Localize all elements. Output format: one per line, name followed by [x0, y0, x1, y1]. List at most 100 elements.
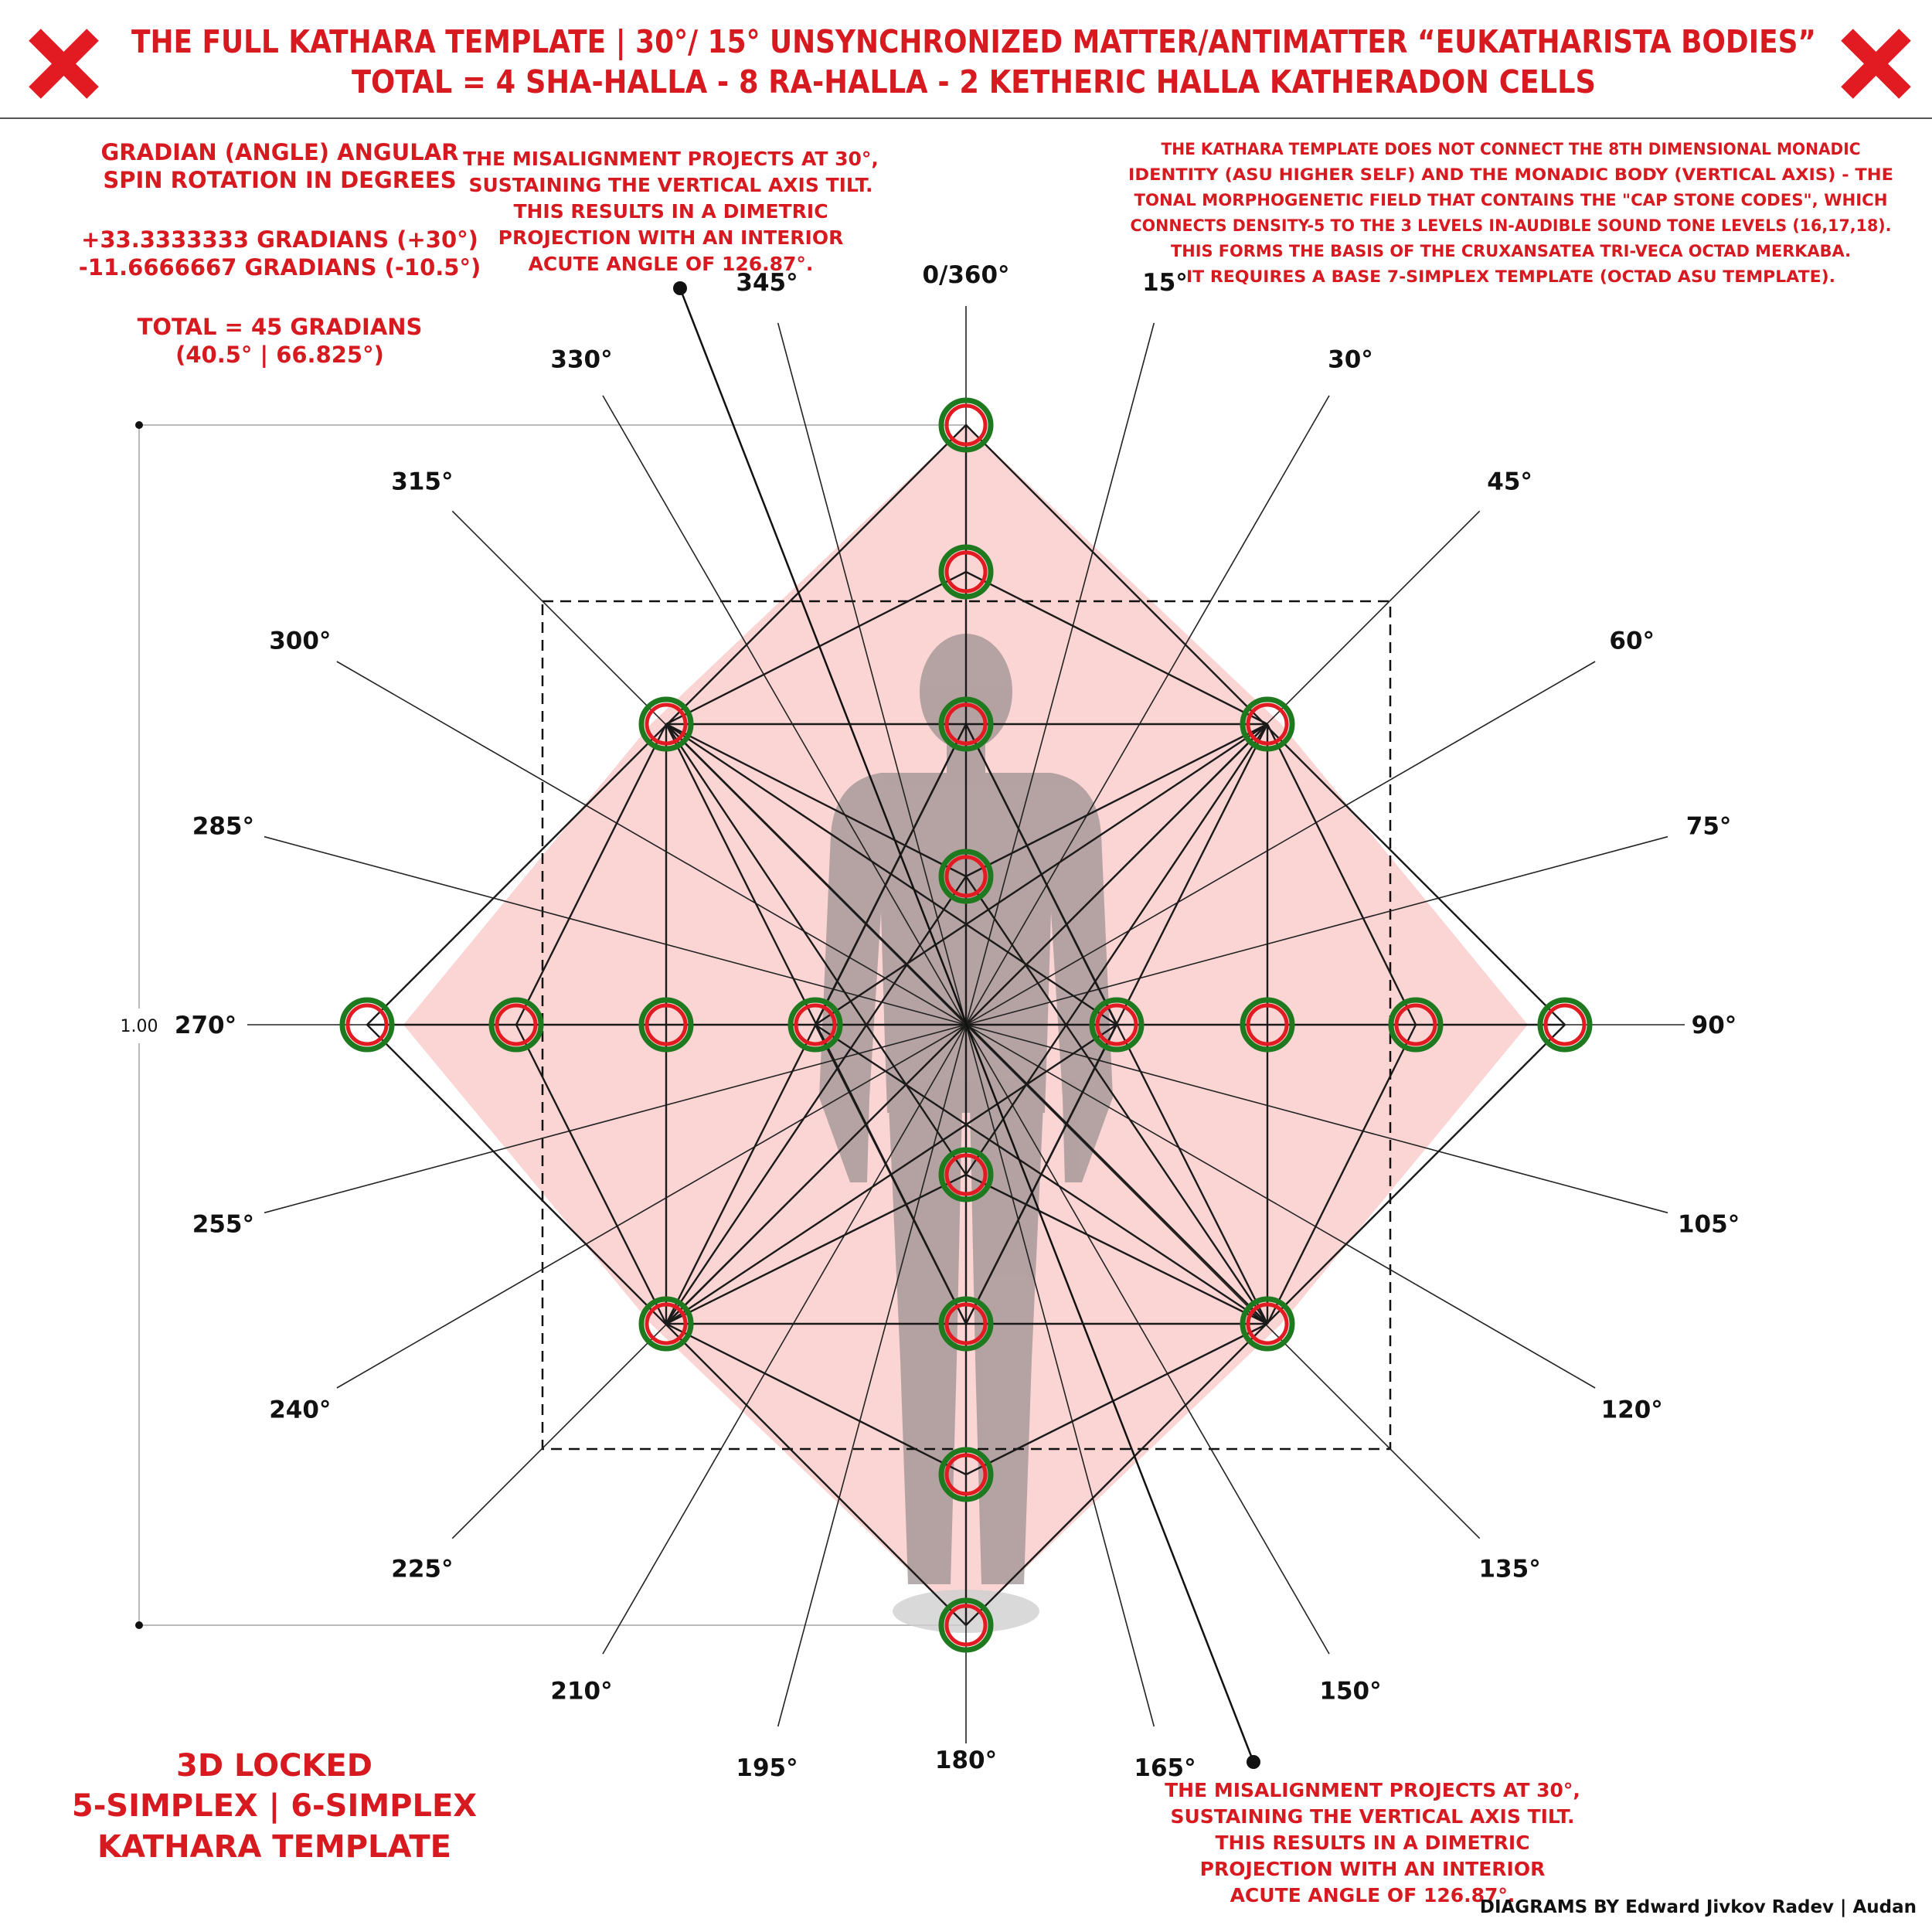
halla-cell-node [339, 997, 395, 1053]
angle-ray [602, 395, 967, 1026]
angle-label: 285° [192, 813, 254, 841]
halla-cell-node [1089, 997, 1145, 1053]
angle-ray [965, 322, 1155, 1026]
angle-label: 240° [269, 1396, 331, 1424]
halla-cell-node [1240, 1296, 1295, 1352]
angle-label: 300° [269, 628, 331, 655]
template-line [665, 723, 967, 1175]
angle-label: 45° [1487, 468, 1532, 495]
misalignment-note-line: PROJECTION WITH AN INTERIOR [498, 226, 844, 249]
halla-cell-node [638, 696, 694, 752]
angle-label: 120° [1601, 1396, 1663, 1424]
halla-cell-node [938, 1147, 994, 1202]
template-line [515, 723, 668, 1026]
angle-label: 105° [1678, 1211, 1740, 1239]
halla-cell-node [1537, 997, 1593, 1053]
angle-label: 195° [736, 1754, 798, 1782]
kathara-note: THE KATHARA TEMPLATE DOES NOT CONNECT TH… [1128, 140, 1893, 286]
red-x-icon [29, 29, 99, 99]
halla-cell-node [787, 997, 843, 1053]
gradian-note-line: (40.5° | 66.825°) [175, 342, 384, 368]
template-line [1266, 723, 1417, 1026]
angle-label: 330° [550, 345, 612, 373]
angle-ray [336, 1024, 967, 1389]
angle-labels: 0/360°15°30°45°60°75°90°105°120°135°150°… [175, 261, 1740, 1782]
template-line [965, 570, 1268, 726]
kathara-note-line: THE KATHARA TEMPLATE DOES NOT CONNECT TH… [1162, 140, 1861, 158]
halla-cell-node [938, 544, 994, 600]
scale-bracket: 1.00 [121, 421, 968, 1629]
template-line [965, 1322, 1268, 1476]
angle-label: 60° [1609, 628, 1655, 655]
template-line [515, 1024, 668, 1325]
angle-label: 255° [192, 1211, 254, 1239]
angle-ray [965, 1024, 1481, 1539]
scale-label: 1.00 [121, 1017, 158, 1036]
template-line [965, 723, 1268, 878]
angle-ray [965, 1024, 1330, 1655]
angle-ray [965, 1024, 1155, 1727]
angle-label: 210° [550, 1678, 612, 1706]
halla-cell-node [938, 1597, 994, 1653]
template-label-line: 3D LOCKED [176, 1748, 372, 1784]
template-label-line: KATHARA TEMPLATE [97, 1829, 451, 1865]
template-line [665, 1173, 967, 1325]
template-label: 3D LOCKED 5-SIMPLEX | 6-SIMPLEX KATHARA … [72, 1748, 477, 1865]
angle-label: 75° [1686, 813, 1732, 841]
misalignment-note-line: THE MISALIGNMENT PROJECTS AT 30°, [1165, 1779, 1580, 1801]
halla-cell-node [938, 1447, 994, 1502]
template-line [665, 570, 967, 726]
angle-ray [264, 835, 967, 1026]
angle-label: 270° [175, 1012, 236, 1039]
misalignment-note-bottom: THE MISALIGNMENT PROJECTS AT 30°, SUSTAI… [1165, 1779, 1580, 1906]
halla-cell-node [638, 997, 694, 1053]
angle-ray [965, 835, 1668, 1026]
halla-cell-node [938, 696, 994, 752]
template-line [964, 723, 1118, 1026]
angle-label: 180° [935, 1747, 997, 1774]
template-line [814, 723, 968, 1026]
angle-label: 225° [391, 1556, 453, 1583]
halla-cell-node [938, 397, 994, 453]
misalignment-note-line: THIS RESULTS IN A DIMETRIC [1215, 1832, 1529, 1854]
template-line [665, 723, 967, 878]
misalignment-note-line: SUSTAINING THE VERTICAL AXIS TILT. [469, 174, 873, 196]
misalignment-note-line: ACUTE ANGLE OF 126.87°. [529, 253, 814, 275]
halla-cell-node [1388, 997, 1444, 1053]
gradian-note-line: GRADIAN (ANGLE) ANGULAR [101, 139, 459, 165]
template-label-line: 5-SIMPLEX | 6-SIMPLEX [72, 1788, 477, 1825]
angle-ray [777, 1024, 967, 1727]
halla-cell-node [1240, 696, 1295, 752]
misalignment-note-line: SUSTAINING THE VERTICAL AXIS TILT. [1171, 1805, 1575, 1828]
axis-endpoint-top [673, 281, 687, 295]
angle-label: 345° [736, 269, 798, 297]
header: THE FULL KATHARA TEMPLATE | 30°/ 15° UNS… [0, 23, 1932, 119]
halla-cell-node [488, 997, 544, 1053]
kathara-note-line: THIS FORMS THE BASIS OF THE CRUXANSATEA … [1171, 242, 1851, 260]
angle-label: 0/360° [922, 261, 1009, 289]
halla-cell-node [938, 849, 994, 904]
kathara-note-line: CONNECTS DENSITY-5 TO THE 3 LEVELS IN-AU… [1131, 216, 1892, 235]
halla-cells [339, 397, 1593, 1653]
angle-label: 30° [1328, 345, 1373, 373]
misalignment-note-line: PROJECTION WITH AN INTERIOR [1200, 1858, 1546, 1880]
angle-ray [777, 322, 967, 1026]
misalignment-note-line: THIS RESULTS IN A DIMETRIC [513, 200, 828, 223]
angle-ray [336, 661, 967, 1026]
kathara-note-line: IT REQUIRES A BASE 7-SIMPLEX TEMPLATE (O… [1186, 267, 1835, 286]
template-line [665, 876, 967, 1325]
kathara-note-line: TONAL MORPHOGENETIC FIELD THAT CONTAINS … [1134, 191, 1888, 209]
template-line [964, 1024, 1118, 1325]
angle-label: 150° [1319, 1678, 1381, 1706]
axis-endpoint-bottom [1247, 1755, 1260, 1769]
angle-label: 15° [1142, 269, 1188, 297]
angle-ray [264, 1024, 967, 1214]
angle-ray [602, 1024, 967, 1655]
angle-ray [965, 1024, 1668, 1214]
angle-ray [965, 395, 1330, 1026]
title-line-1: THE FULL KATHARA TEMPLATE | 30°/ 15° UNS… [131, 23, 1816, 61]
angle-ray [965, 1024, 1596, 1389]
gradian-note-line: SPIN ROTATION IN DEGREES [103, 167, 456, 193]
template-line [665, 1322, 967, 1476]
angle-label: 90° [1692, 1012, 1737, 1039]
